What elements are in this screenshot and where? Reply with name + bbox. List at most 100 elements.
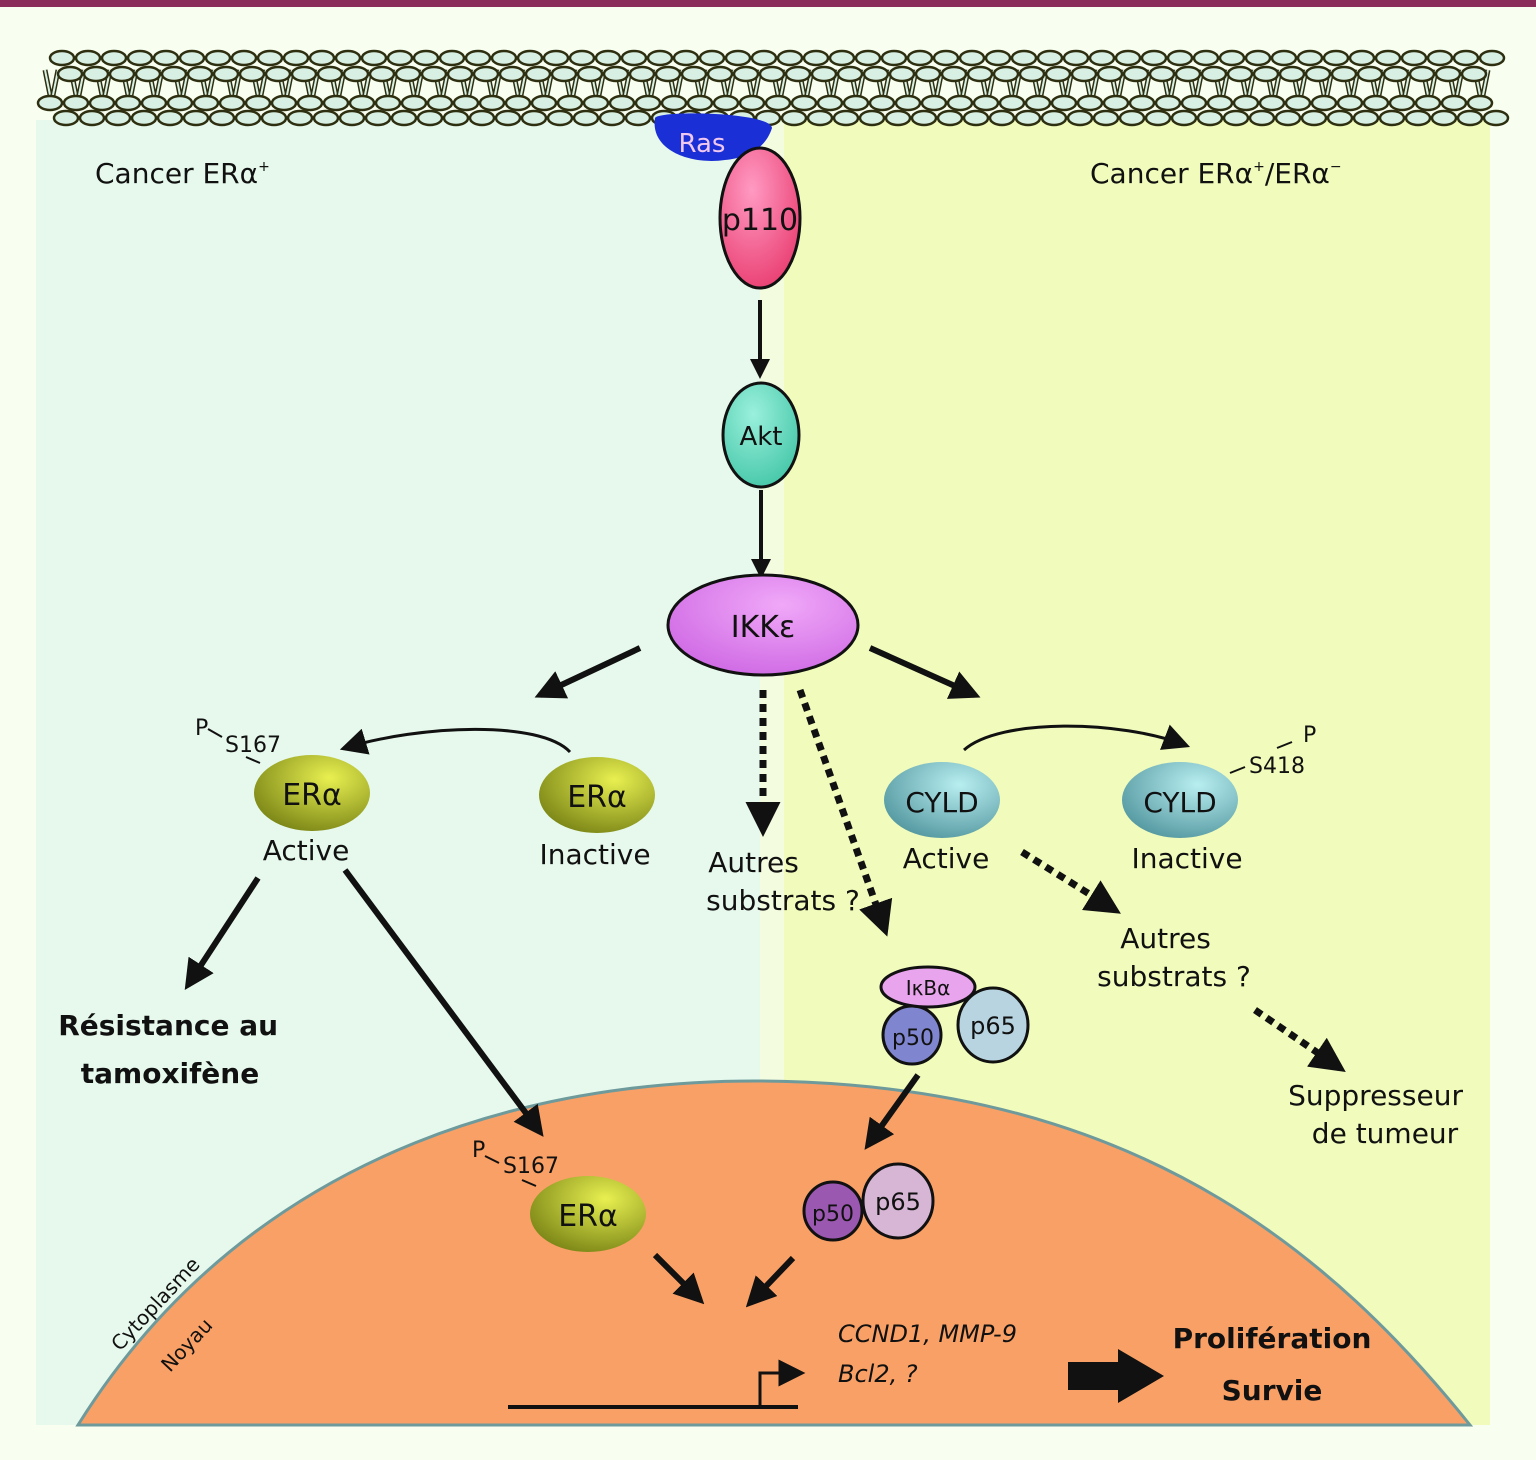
- arrow-nfkb-promoter: [745, 1255, 796, 1308]
- era-nuc-s167-bond: [521, 1179, 537, 1187]
- lipid-head: [1232, 94, 1260, 112]
- arrow-cyld-inactivation: [963, 724, 1191, 752]
- lipid-head: [634, 94, 662, 112]
- lipid-head: [1278, 65, 1306, 83]
- p50-nuc-protein: [802, 1180, 864, 1242]
- lipid-head: [56, 65, 84, 83]
- arrow-ikke-cyld: [868, 645, 981, 699]
- lipid-head: [940, 65, 968, 83]
- lipid-head: [1122, 65, 1150, 83]
- lipid-head: [1222, 109, 1250, 127]
- lipid-head: [572, 109, 600, 127]
- other-substrates-1: Autres substrats ?: [706, 846, 860, 917]
- lipid-head: [390, 109, 418, 127]
- akt-protein: [721, 381, 801, 489]
- lipid-head: [74, 49, 102, 67]
- arrow-era-nucleus: [342, 868, 544, 1137]
- lipid-head: [1430, 109, 1458, 127]
- p65-cyto-label: p65: [970, 1012, 1016, 1040]
- lipid-head: [1252, 65, 1280, 83]
- lipid-head: [550, 65, 578, 83]
- lipid-head: [1192, 49, 1220, 67]
- lipid-head: [862, 65, 890, 83]
- era-active-state: Active: [263, 834, 350, 867]
- lipid-head: [906, 49, 934, 67]
- lipid-head: [100, 49, 128, 67]
- dotted-arrow-other-suppressor: [1253, 1007, 1346, 1072]
- lipid-head: [568, 49, 596, 67]
- lipid-head: [218, 94, 246, 112]
- lipid-head: [1304, 65, 1332, 83]
- lipid-head: [160, 65, 188, 83]
- arrow-era-tamoxifen: [184, 876, 261, 991]
- outcome-arrow: [1068, 1349, 1164, 1403]
- lipid-head: [524, 65, 552, 83]
- lipid-head: [286, 109, 314, 127]
- lipid-head: [1154, 94, 1182, 112]
- lipid-head: [208, 109, 236, 127]
- lipid-head: [602, 65, 630, 83]
- arrow-nfkb-nucleus: [864, 1073, 921, 1150]
- lipid-head: [1088, 49, 1116, 67]
- lipid-head: [1404, 109, 1432, 127]
- outcome-survival: Survie: [1222, 1374, 1323, 1407]
- lipid-head: [1378, 109, 1406, 127]
- lipid-head: [152, 49, 180, 67]
- lipid-head: [374, 94, 402, 112]
- lipid-head: [1284, 94, 1312, 112]
- lipid-head: [126, 49, 154, 67]
- lipid-head: [264, 65, 292, 83]
- lipid-head: [832, 109, 860, 127]
- lipid-head: [140, 94, 168, 112]
- era-p-label: P: [195, 716, 208, 741]
- lipid-head: [348, 94, 376, 112]
- lipid-head: [1044, 65, 1072, 83]
- lipid-head: [308, 49, 336, 67]
- lipid-head: [1218, 49, 1246, 67]
- cyld-active-protein: [884, 762, 1000, 838]
- lipid-head: [494, 109, 522, 127]
- lipid-head: [204, 49, 232, 67]
- ikba-protein: [879, 965, 977, 1009]
- lipid-head: [1300, 109, 1328, 127]
- lipid-head: [1062, 49, 1090, 67]
- p50-nuc-label: p50: [812, 1202, 854, 1227]
- lipid-head: [542, 49, 570, 67]
- lipid-head: [234, 109, 262, 127]
- lipid-head: [680, 65, 708, 83]
- lipid-head: [790, 94, 818, 112]
- outcome-proliferation: Prolifération: [1173, 1322, 1372, 1355]
- lipid-head: [724, 49, 752, 67]
- lipid-head: [686, 94, 714, 112]
- lipid-head: [394, 65, 422, 83]
- lipid-head: [1024, 94, 1052, 112]
- lipid-head: [972, 94, 1000, 112]
- lipid-head: [1460, 65, 1488, 83]
- era-active-label: ERα: [282, 778, 342, 813]
- lipid-head: [880, 49, 908, 67]
- lipid-head: [446, 65, 474, 83]
- cyld-active-state: Active: [903, 842, 990, 875]
- lipid-head: [836, 65, 864, 83]
- lipid-head: [108, 65, 136, 83]
- lipid-head: [1050, 94, 1078, 112]
- lipid-head: [1248, 109, 1276, 127]
- cyld-p-bond: [1276, 741, 1293, 749]
- lipid-head: [1478, 49, 1506, 67]
- lipid-head: [1348, 49, 1376, 67]
- lipid-head: [624, 109, 652, 127]
- era-p-bond: [207, 728, 223, 738]
- lipid-head: [212, 65, 240, 83]
- lipid-head: [1434, 65, 1462, 83]
- lipid-head: [712, 94, 740, 112]
- lipid-head: [608, 94, 636, 112]
- lipid-head: [1400, 49, 1428, 67]
- lipid-head: [914, 65, 942, 83]
- lipid-head: [958, 49, 986, 67]
- lipid-head: [1014, 109, 1042, 127]
- lipid-head: [888, 65, 916, 83]
- lipid-head: [620, 49, 648, 67]
- lipid-head: [322, 94, 350, 112]
- lipid-head: [1040, 109, 1068, 127]
- lipid-head: [884, 109, 912, 127]
